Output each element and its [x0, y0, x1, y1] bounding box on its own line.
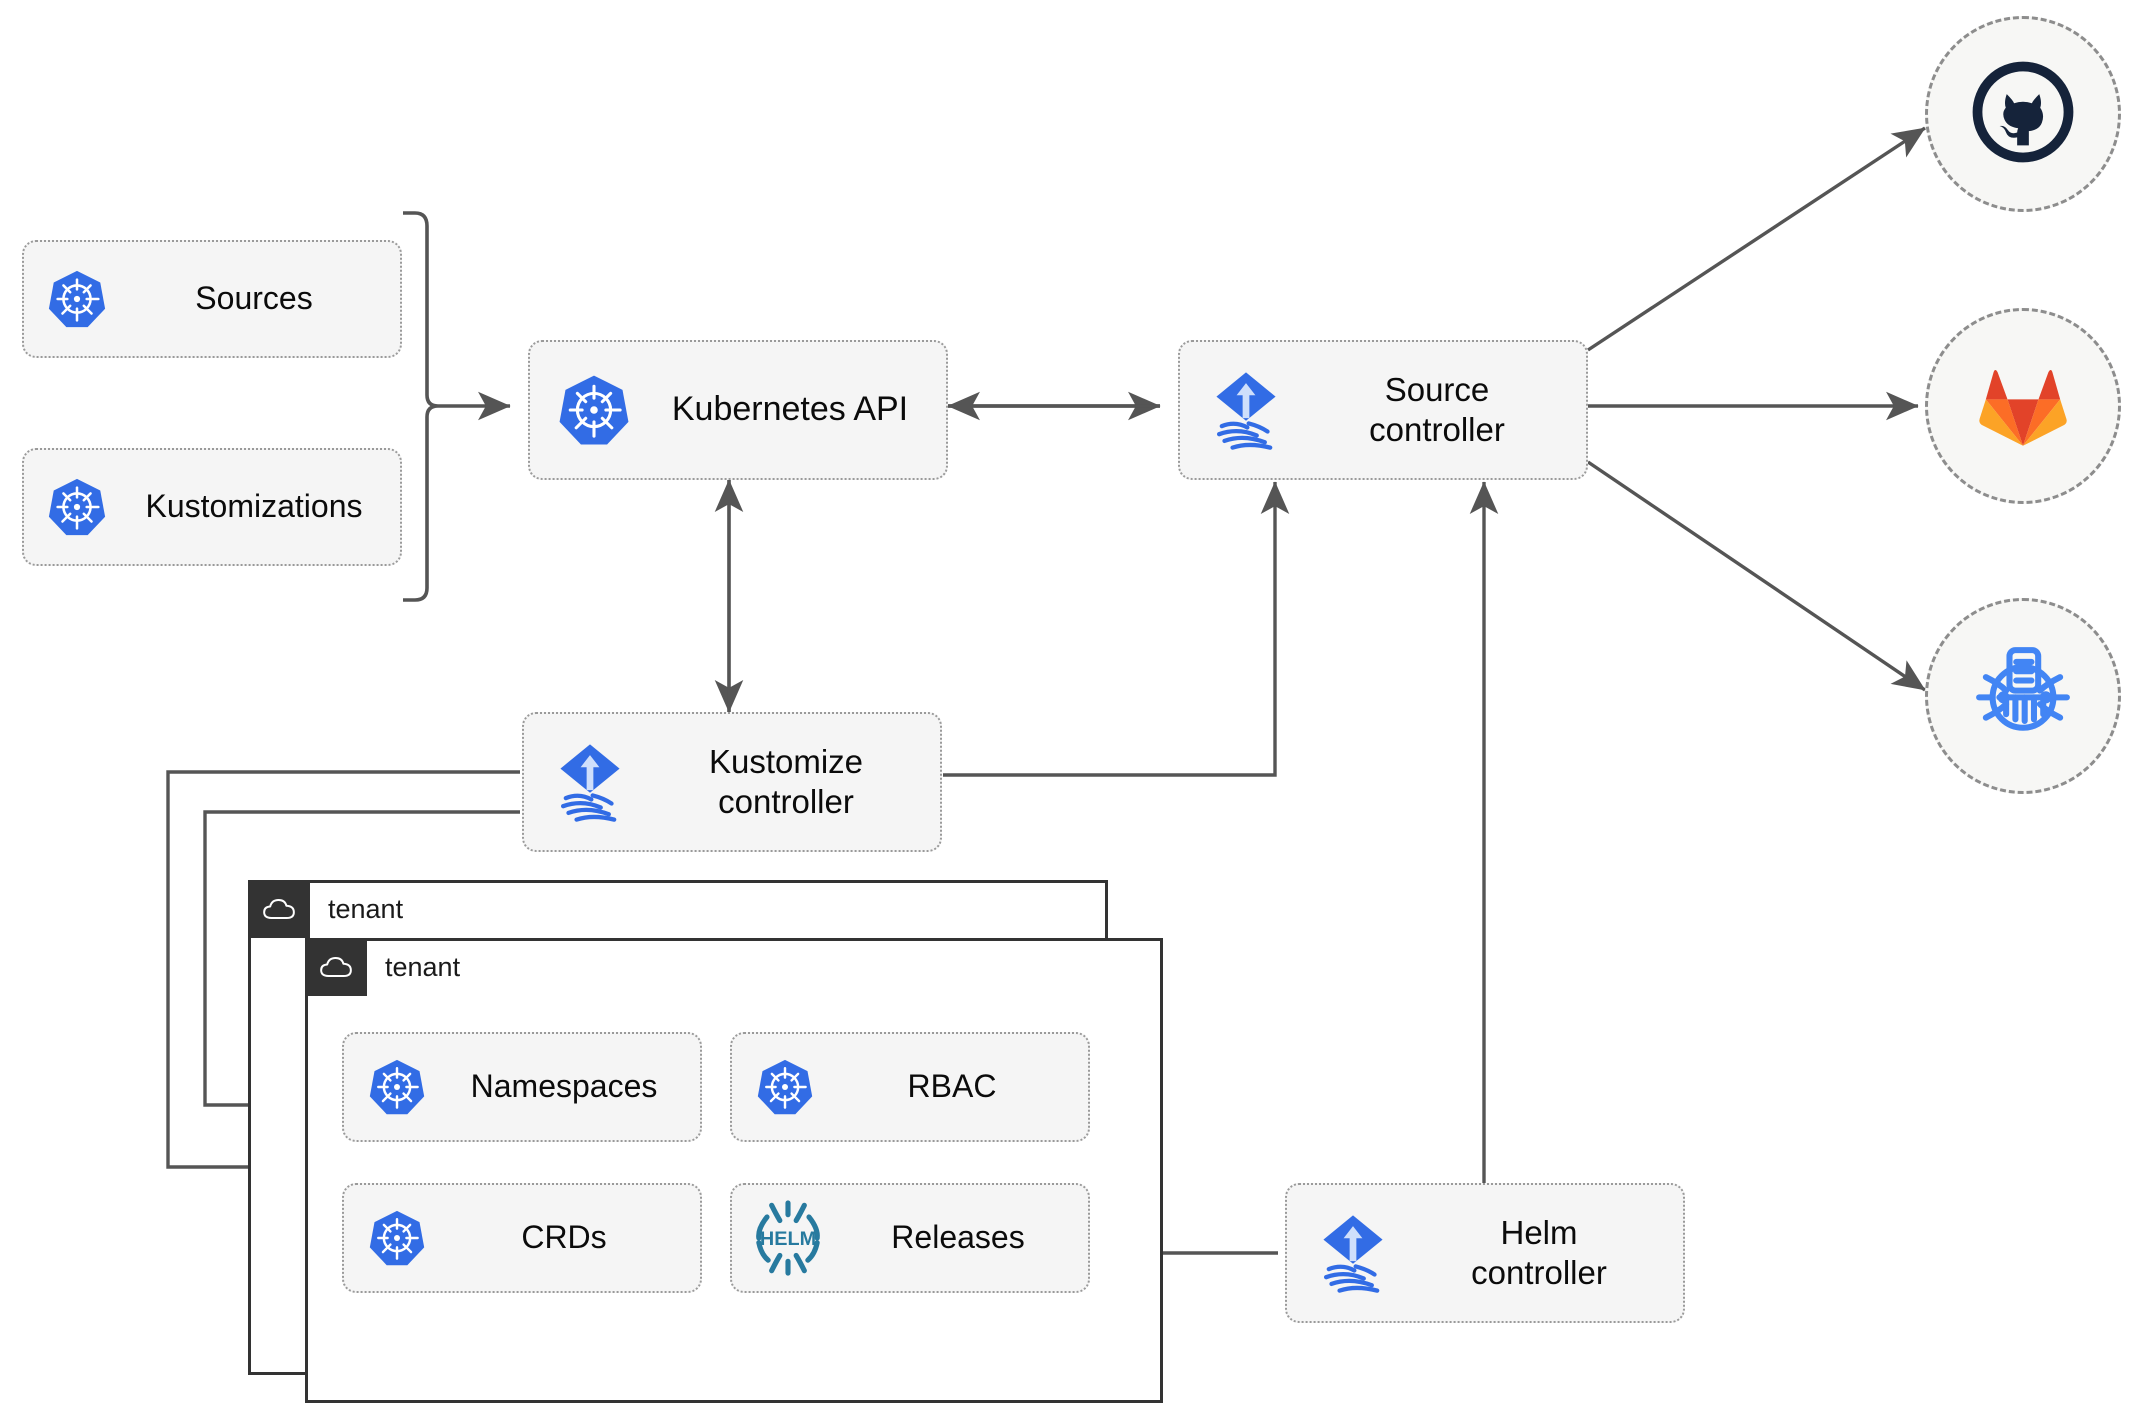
gitlab-icon — [1973, 356, 2073, 457]
node-helm-controller[interactable]: Helm controller — [1285, 1183, 1685, 1323]
helm-wordmark: HELM — [760, 1228, 816, 1250]
tenant-header: tenant — [248, 880, 403, 938]
kubernetes-icon — [360, 1208, 434, 1268]
flux-icon — [1198, 367, 1294, 453]
node-sources[interactable]: Sources — [22, 240, 402, 358]
tenant-container-front[interactable]: tenant — [305, 938, 1163, 1403]
node-label: Kustomizations — [145, 488, 363, 525]
node-label: Source controller — [1369, 370, 1505, 448]
tenant-label: tenant — [328, 893, 404, 924]
node-kustomizations[interactable]: Kustomizations — [22, 448, 402, 566]
cloud-icon — [305, 938, 367, 996]
tenant-label: tenant — [385, 951, 461, 982]
node-label: RBAC — [907, 1068, 997, 1105]
node-label: Kubernetes API — [671, 390, 909, 429]
node-rbac[interactable]: RBAC — [730, 1032, 1090, 1142]
node-label: Sources — [195, 280, 313, 317]
chart-repository-icon — [1969, 640, 2077, 753]
kubernetes-icon — [360, 1057, 434, 1117]
node-label: Helm controller — [1471, 1213, 1607, 1291]
node-label: Kustomize controller — [708, 742, 864, 820]
cloud-icon — [248, 880, 310, 938]
node-namespaces[interactable]: Namespaces — [342, 1032, 702, 1142]
node-label: CRDs — [521, 1219, 607, 1256]
kubernetes-icon — [548, 372, 640, 448]
provider-github[interactable] — [1925, 16, 2121, 212]
kubernetes-icon — [748, 1057, 822, 1117]
node-crds[interactable]: CRDs — [342, 1183, 702, 1293]
github-icon — [1971, 60, 2075, 169]
node-label: Releases — [891, 1219, 1025, 1256]
helm-icon: HELM — [742, 1196, 834, 1280]
node-kubernetes-api[interactable]: Kubernetes API — [528, 340, 948, 480]
node-source-controller[interactable]: Source controller — [1178, 340, 1588, 480]
kubernetes-icon — [40, 268, 114, 330]
node-kustomize-controller[interactable]: Kustomize controller — [522, 712, 942, 852]
node-releases[interactable]: HELM Releases — [730, 1183, 1090, 1293]
flux-icon — [542, 739, 638, 825]
provider-helm-repository[interactable] — [1925, 598, 2121, 794]
tenant-header: tenant — [305, 938, 460, 996]
kubernetes-icon — [40, 476, 114, 538]
node-label: Namespaces — [470, 1068, 658, 1105]
provider-gitlab[interactable] — [1925, 308, 2121, 504]
flux-icon — [1305, 1210, 1401, 1296]
